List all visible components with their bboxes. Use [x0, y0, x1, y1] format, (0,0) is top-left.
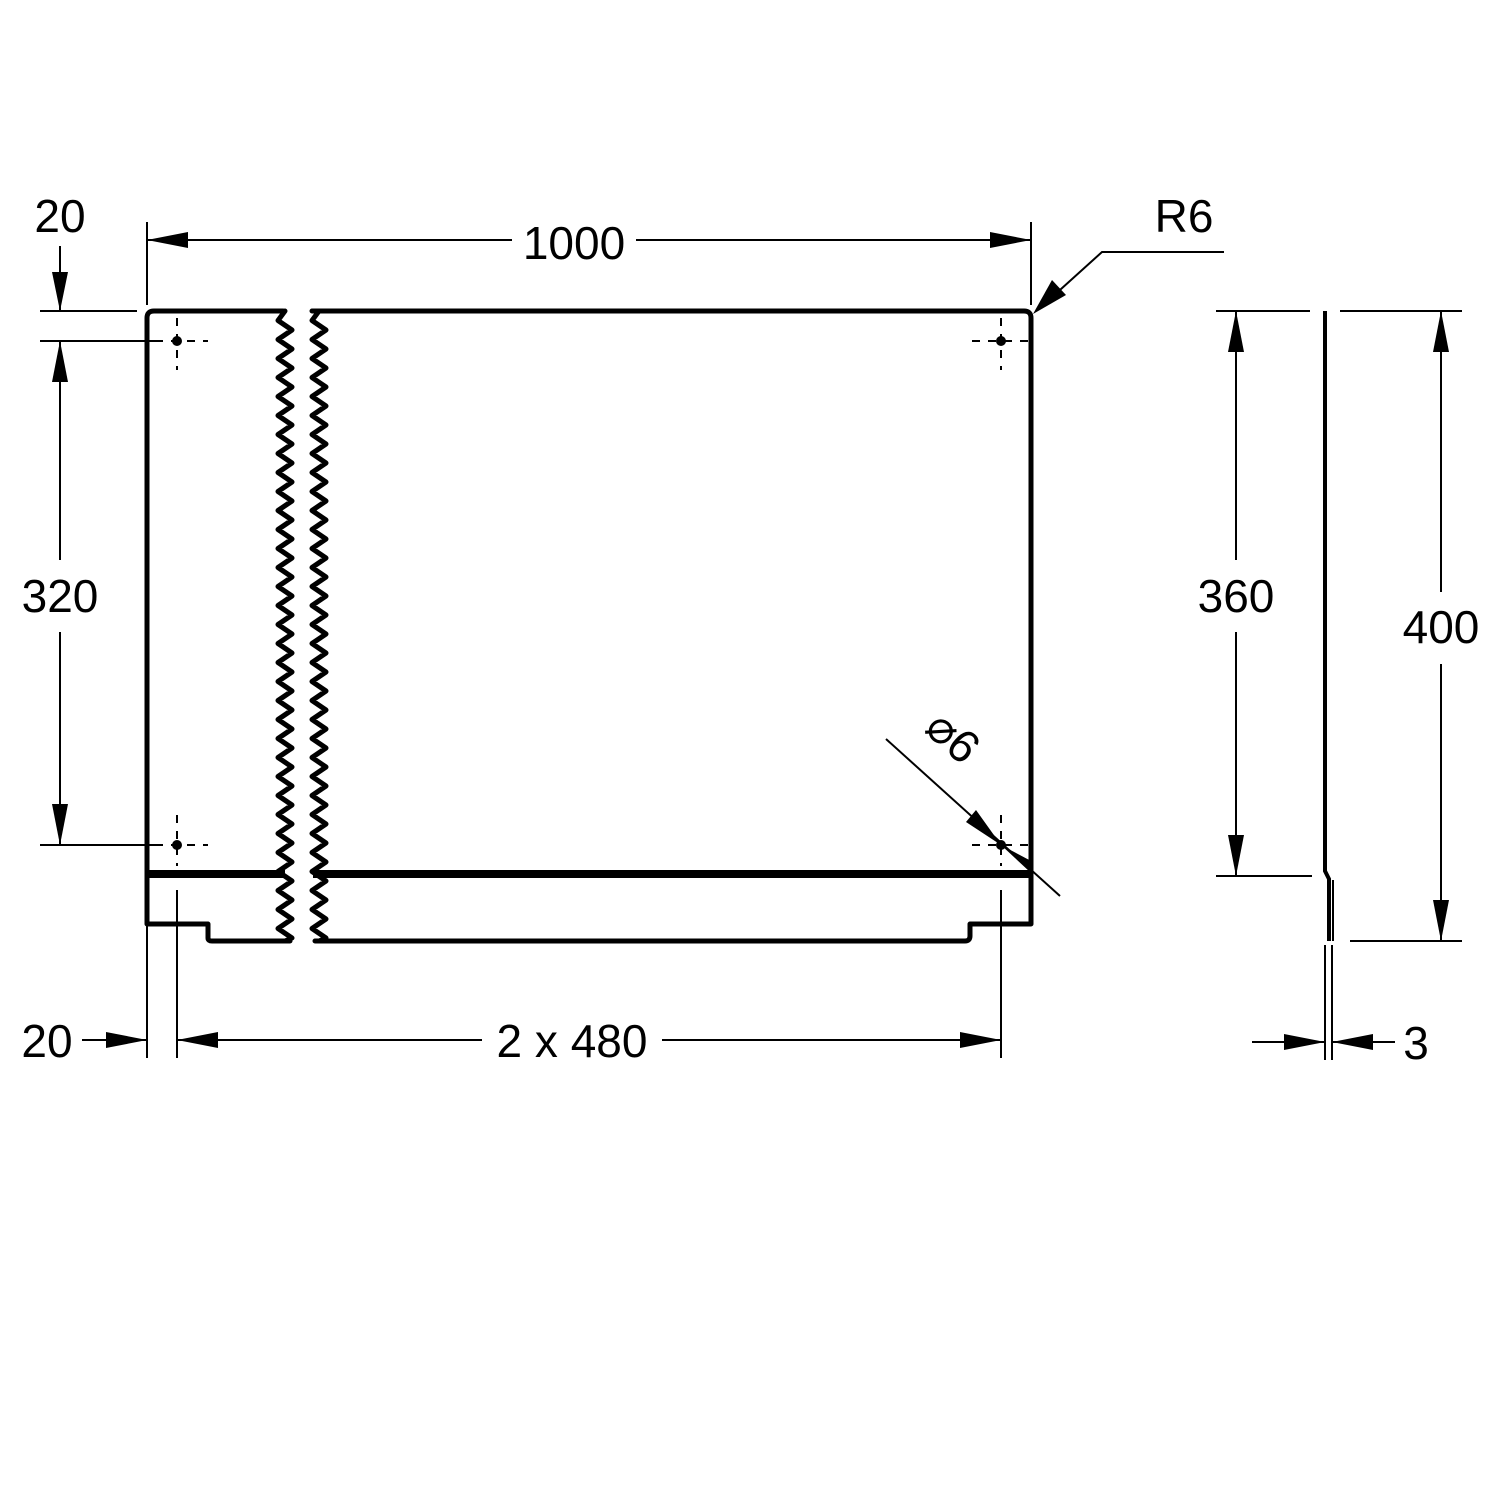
dimension-label-side-height-inner: 360: [1198, 570, 1275, 622]
dimension-label-hole-spacing-horizontal: 2 x 480: [497, 1015, 648, 1067]
panel-right-segment: [309, 308, 1034, 944]
dimension-side-height-total: 400: [1340, 310, 1480, 942]
dimension-label-hole-diameter: ⌀6: [916, 699, 990, 773]
hole-top-left: [155, 318, 208, 370]
dimension-label-side-height-total: 400: [1403, 601, 1480, 653]
panel-side-view: [1323, 311, 1334, 941]
dimension-label-thickness: 3: [1403, 1017, 1429, 1069]
dimension-label-overall-width: 1000: [523, 217, 625, 269]
mounting-holes: [155, 318, 1028, 866]
dimension-hole-spacing-vertical: 320: [22, 341, 158, 846]
break-line-left: [275, 308, 295, 944]
dimension-corner-radius: R6: [1033, 190, 1224, 314]
panel-left-segment: [144, 308, 293, 944]
dimension-overall-width: 1000: [146, 217, 1032, 305]
dimension-label-hole-spacing-vertical: 320: [22, 570, 99, 622]
side-profile: [1323, 311, 1331, 941]
dimension-side-height-inner: 360: [1198, 310, 1312, 877]
dimension-hole-diameter: ⌀6: [885, 699, 1061, 897]
dimension-top-offset: 20: [34, 190, 158, 342]
panel-front-view: [144, 308, 1034, 944]
hole-top-right: [972, 318, 1028, 370]
dimension-bottom: 20 2 x 480: [21, 890, 1002, 1067]
dimension-label-bottom-offset: 20: [21, 1015, 72, 1067]
break-line-right: [309, 308, 329, 944]
dimension-label-corner-radius: R6: [1155, 190, 1214, 242]
dimension-label-top-offset: 20: [34, 190, 85, 242]
dimension-thickness: 3: [1252, 945, 1429, 1069]
hole-bottom-left: [155, 815, 208, 866]
